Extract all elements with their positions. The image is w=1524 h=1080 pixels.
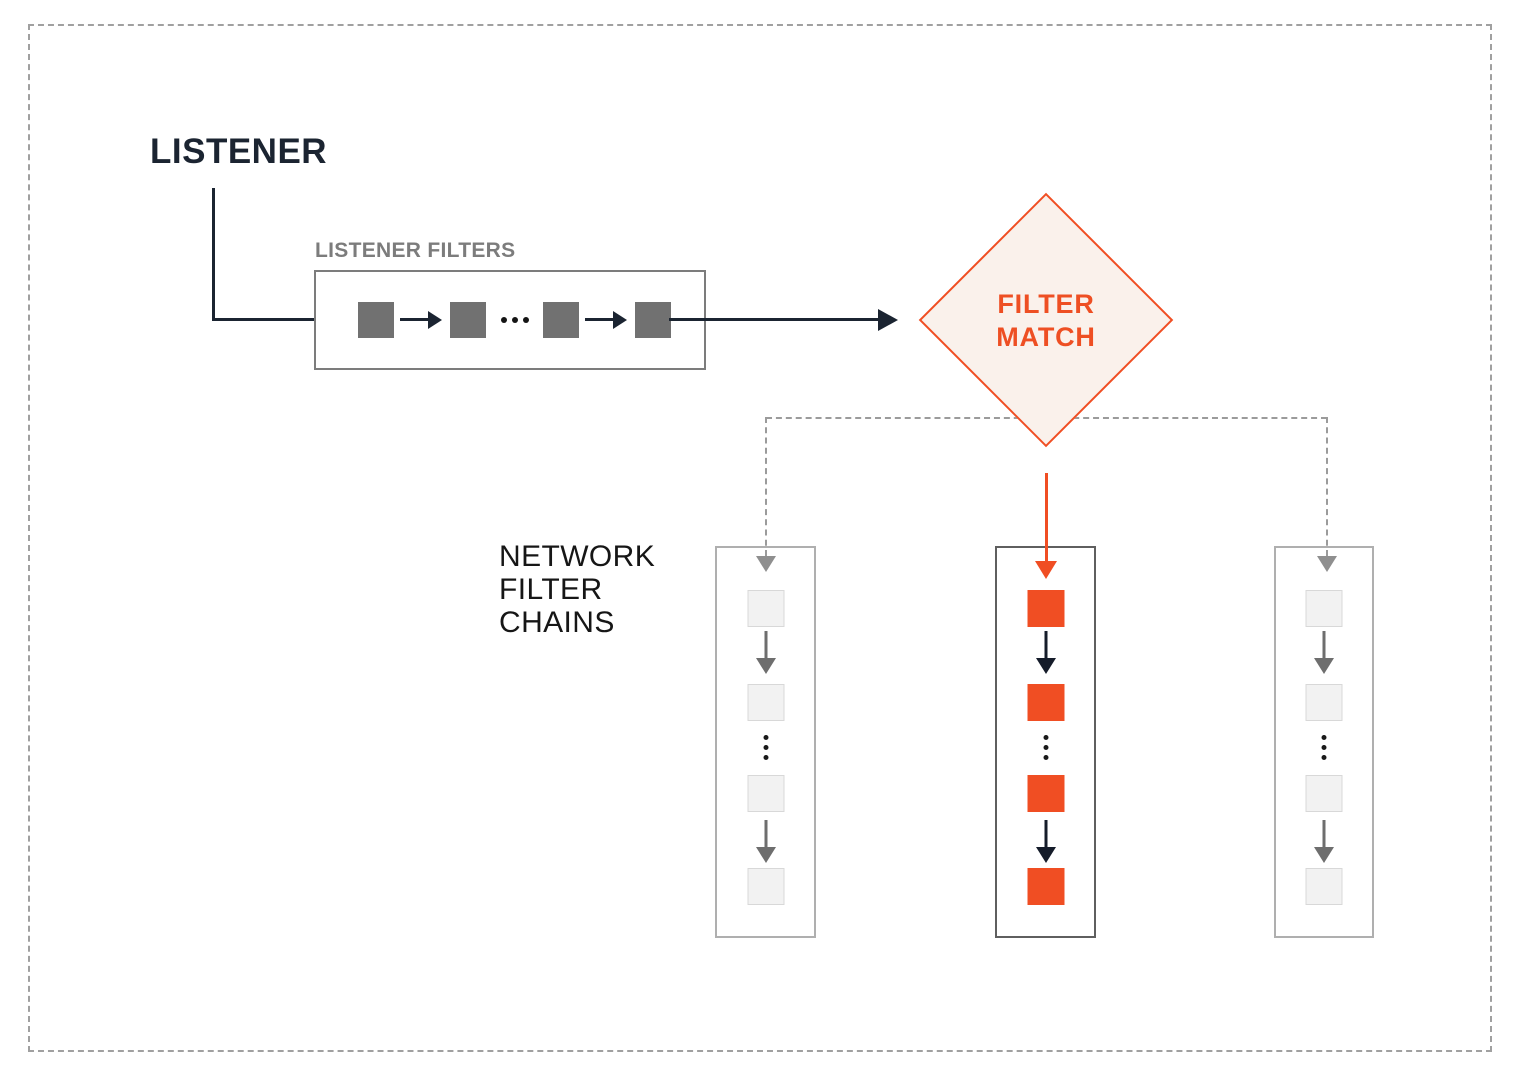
network-filter-square-matched [1027,868,1064,905]
listener-label: LISTENER [150,132,328,171]
ellipsis-vertical-icon [1321,735,1327,760]
match-arrow-line [1045,473,1048,562]
network-filter-chains-label: NETWORK FILTER CHAINS [499,540,655,639]
network-filter-chain-right [1274,546,1374,938]
network-filter-square-matched [1027,684,1064,721]
filter-match-label: FILTER MATCH [966,288,1126,354]
network-filter-chains-label-line: NETWORK [499,540,656,573]
down-arrowhead-icon [1314,658,1334,674]
down-arrow-line [1322,820,1326,847]
dashed-connector-vertical-left [765,417,767,556]
listener-connector-horizontal [212,318,333,321]
network-filter-chain-left [715,546,816,938]
filters-to-match-arrow-line [669,318,878,321]
down-arrowhead-icon [755,658,776,674]
network-filter-square-matched [1027,590,1064,627]
match-arrowhead-icon [1035,561,1057,579]
right-arrow-line [585,318,613,321]
network-filter-chain-matched [995,546,1096,938]
ellipsis-vertical-icon [763,735,768,760]
listener-filter-square [450,302,486,338]
down-arrowhead-icon [1035,658,1056,674]
down-arrowhead-icon [1035,847,1056,863]
network-filter-square [1305,590,1343,627]
ellipsis-horizontal-icon [501,317,529,323]
network-filter-square [1305,868,1343,905]
down-arrow-line [1044,631,1047,658]
listener-filter-square [358,302,394,338]
network-filter-square-matched [1027,775,1064,812]
network-filter-square [747,868,784,905]
listener-filter-square [635,302,671,338]
down-arrow-line [764,820,767,847]
filter-match-label-line: MATCH [996,322,1096,352]
right-arrowhead-icon [878,309,898,331]
gray-down-arrowhead-icon [756,556,776,572]
network-filter-chains-label-line: CHAINS [499,606,615,639]
listener-filters-label: LISTENER FILTERS [315,239,516,262]
network-filter-square [747,684,784,721]
right-arrowhead-icon [428,311,442,329]
gray-down-arrowhead-icon [1317,556,1337,572]
down-arrow-line [1322,631,1326,658]
diagram-dashed-border [28,24,1492,1052]
listener-connector-vertical [212,188,215,321]
network-filter-square [1305,775,1343,812]
filter-match-label-line: FILTER [997,289,1095,319]
dashed-connector-vertical-right [1326,417,1328,556]
network-filter-square [1305,684,1343,721]
listener-filter-square [543,302,579,338]
right-arrowhead-icon [613,311,627,329]
network-filter-square [747,590,784,627]
network-filter-chains-label-line: FILTER [499,573,603,606]
network-filter-square [747,775,784,812]
ellipsis-vertical-icon [1043,735,1048,760]
right-arrow-line [400,318,428,321]
down-arrow-line [764,631,767,658]
listener-filters-box [314,270,706,370]
down-arrow-line [1044,820,1047,847]
down-arrowhead-icon [755,847,776,863]
down-arrowhead-icon [1314,847,1334,863]
